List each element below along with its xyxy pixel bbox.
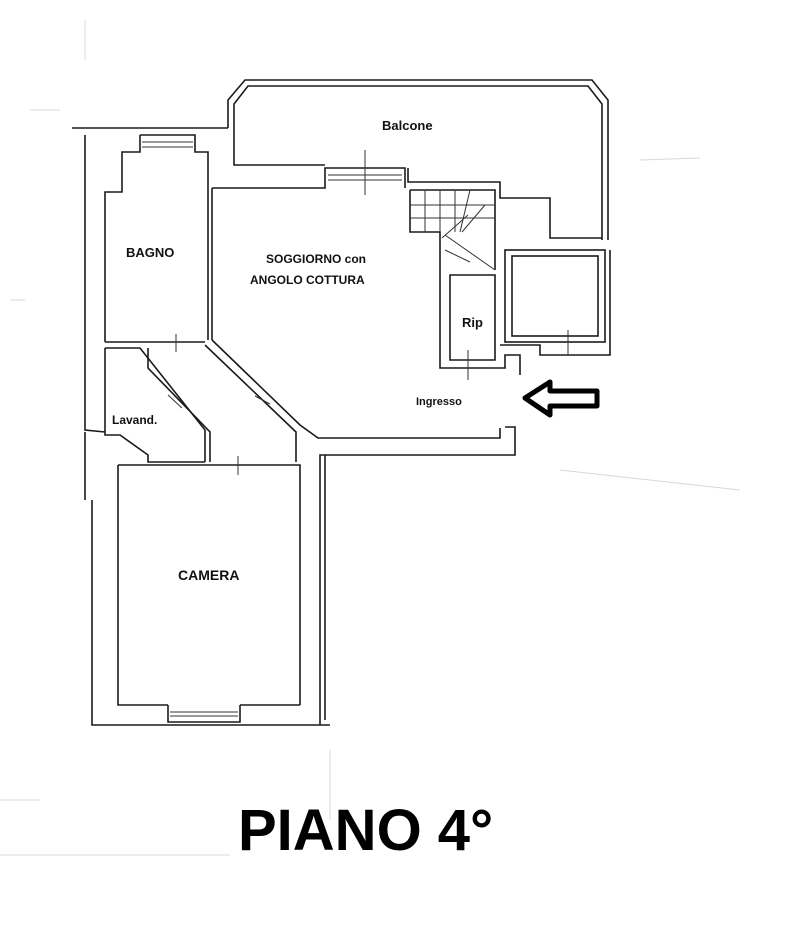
outer-walls: [72, 127, 516, 726]
bathroom-walls: [104, 134, 209, 352]
living-room-label-line2: ANGOLO COTTURA: [250, 273, 365, 287]
balcony: [227, 79, 609, 240]
entrance-label: Ingresso: [416, 396, 462, 408]
staircase-icon: [409, 189, 496, 360]
scan-artifacts: [0, 20, 741, 856]
bathroom-label: BAGNO: [126, 245, 174, 260]
arrow-left-icon: [522, 379, 600, 418]
storage-walls: [439, 274, 521, 380]
elevator-shaft-icon: [500, 249, 611, 356]
laundry-walls: [104, 347, 271, 463]
window-marks: [328, 150, 402, 195]
floor-title: PIANO 4°: [238, 798, 493, 863]
bedroom-walls: [117, 456, 301, 723]
balcony-label: Balcone: [382, 118, 433, 133]
laundry-label: Lavand.: [112, 413, 157, 427]
living-room-walls: [204, 167, 501, 462]
storage-label: Rip: [462, 315, 483, 330]
living-room-label-line1: SOGGIORNO con: [266, 252, 366, 266]
bedroom-label: CAMERA: [178, 567, 239, 583]
